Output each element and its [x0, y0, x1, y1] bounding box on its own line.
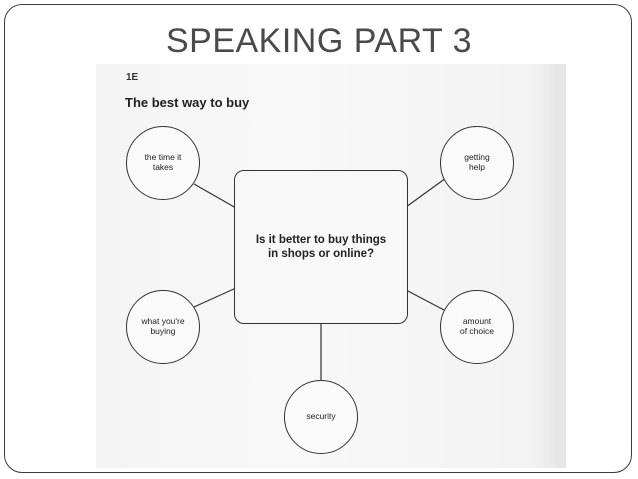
connector-time [193, 183, 237, 209]
prompt-bubble-choice: amount of choice [440, 290, 514, 364]
section-code: 1E [126, 72, 139, 83]
slide-title: SPEAKING PART 3 [165, 22, 473, 60]
prompt-bubble-help: getting help [440, 126, 514, 200]
central-question: Is it better to buy things in shops or o… [234, 170, 408, 324]
connector-buying [193, 287, 237, 308]
prompt-bubble-time: the time it takes [126, 126, 200, 200]
prompt-bubble-buying: what you're buying [126, 290, 200, 364]
connector-help [405, 177, 447, 208]
connector-choice [405, 289, 445, 311]
prompt-bubble-security: security [284, 380, 358, 454]
diagram-heading: The best way to buy [125, 95, 250, 110]
